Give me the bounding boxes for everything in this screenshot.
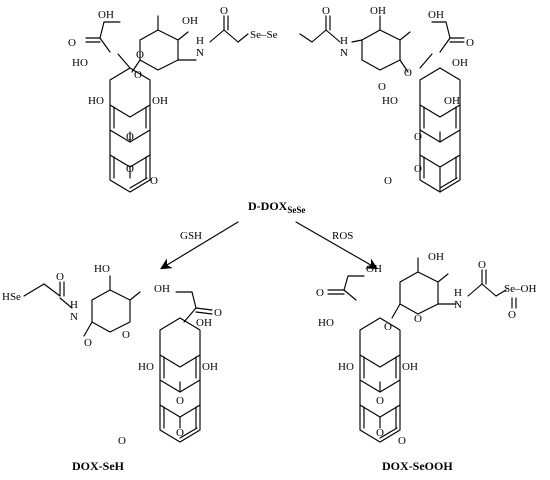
compound-name-seooh: DOX-SeOOH xyxy=(382,459,453,473)
atom-label: O xyxy=(414,131,422,143)
atom-label: O xyxy=(478,259,486,271)
compound-name-ddox: D-DOXSeSe xyxy=(248,199,305,215)
atom-label: O xyxy=(384,321,392,333)
atom-label: O xyxy=(56,271,64,283)
atom-label: N xyxy=(70,311,78,323)
atom-label: O xyxy=(466,37,474,49)
atom-label: OH xyxy=(428,251,444,263)
atom-label: HO xyxy=(318,317,334,329)
atom-label: OH xyxy=(152,95,168,107)
atom-label: N xyxy=(196,47,204,59)
atom-label: O xyxy=(322,5,330,17)
atom-label: OH xyxy=(154,283,170,295)
atom-label: OH xyxy=(452,57,468,69)
atom-label: O xyxy=(126,163,134,175)
atom-label: HO xyxy=(72,57,88,69)
atom-label: HO xyxy=(94,263,110,275)
atom-label: O xyxy=(376,427,384,439)
atom-label: N xyxy=(340,47,348,59)
atom-label: O xyxy=(316,287,324,299)
atom-label: O xyxy=(378,81,386,93)
arrow-ros xyxy=(295,221,378,270)
atom-label: O xyxy=(84,337,92,349)
atom-label: O xyxy=(404,67,412,79)
atom-label: O xyxy=(220,5,228,17)
atom-label: O xyxy=(68,37,76,49)
atom-label: HSe xyxy=(2,291,21,303)
atom-label: O xyxy=(414,163,422,175)
atom-label: O xyxy=(398,435,406,447)
atom-label: O xyxy=(118,435,126,447)
atom-label: HO xyxy=(382,95,398,107)
dox-seh-structure: HSe O H N HO O O OH O OH HO OH O O O xyxy=(2,263,222,447)
atom-label: OH xyxy=(402,361,418,373)
ddox-sese-structure: OH O HO O O OH H N O Se–Se O H N OH O O … xyxy=(68,5,474,193)
atom-label: O xyxy=(176,427,184,439)
atom-label: O xyxy=(214,307,222,319)
atom-label: O xyxy=(384,175,392,187)
atom-label: OH xyxy=(444,95,460,107)
atom-label: O xyxy=(508,309,516,321)
atom-label: O xyxy=(376,395,384,407)
atom-label: OH xyxy=(182,15,198,27)
atom-label: O xyxy=(136,49,144,61)
atom-label: OH xyxy=(196,317,212,329)
atom-label: HO xyxy=(88,95,104,107)
atom-label: Se–Se xyxy=(250,29,278,41)
compound-name-seh: DOX-SeH xyxy=(72,459,125,473)
atom-label: N xyxy=(454,299,462,311)
atom-label: HO xyxy=(338,361,354,373)
atom-label: O xyxy=(150,175,158,187)
atom-label: O xyxy=(126,131,134,143)
atom-label: HO xyxy=(138,361,154,373)
atom-label: Se–OH xyxy=(504,283,536,295)
atom-label: H xyxy=(340,35,348,47)
atom-label: OH xyxy=(202,361,218,373)
arrow-gsh xyxy=(160,221,239,270)
atom-label: O xyxy=(122,329,130,341)
atom-label: OH xyxy=(98,9,114,21)
condition-ros: ROS xyxy=(332,230,353,242)
atom-label: OH xyxy=(370,5,386,17)
atom-label: OH xyxy=(366,263,382,275)
atom-label: O xyxy=(414,313,422,325)
atom-label: OH xyxy=(428,9,444,21)
dox-seooh-structure: OH O O H N O Se–OH O OH O HO HO OH O O O xyxy=(316,251,536,447)
atom-label: H xyxy=(70,299,78,311)
atom-label: H xyxy=(196,35,204,47)
atom-label: H xyxy=(454,287,462,299)
compound-name-main: D-DOX xyxy=(248,199,288,213)
compound-name-subscript: SeSe xyxy=(287,205,305,215)
atom-label: O xyxy=(176,395,184,407)
atom-label: O xyxy=(134,69,142,81)
condition-gsh: GSH xyxy=(180,230,202,242)
